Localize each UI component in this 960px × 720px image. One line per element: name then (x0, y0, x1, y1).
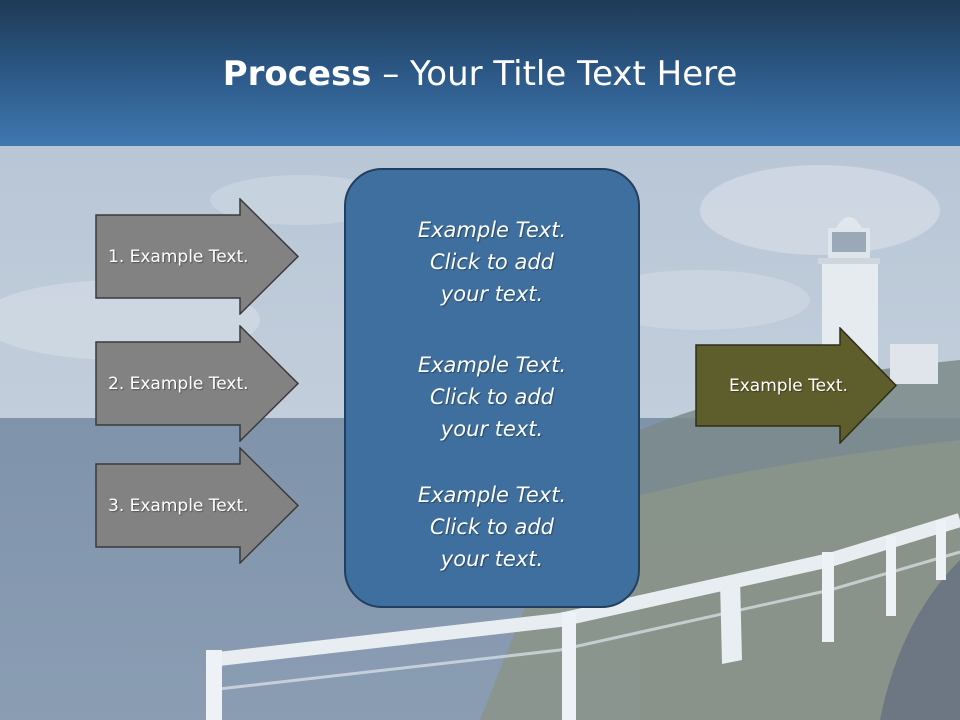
slide-title-bold: Process (222, 54, 372, 94)
process-step-label-2: 2. Example Text. (108, 373, 249, 394)
process-step-arrow-2[interactable]: 2. Example Text. (95, 325, 300, 442)
process-step-arrow-1[interactable]: 1. Example Text. (95, 198, 300, 315)
slide-title-rest: – Your Title Text Here (371, 54, 738, 94)
center-paragraph-line: Example Text. (417, 483, 567, 507)
title-bar (0, 0, 960, 146)
center-paragraph-line: Click to add (429, 250, 554, 274)
center-paragraph-line: your text. (440, 417, 544, 441)
slide-title[interactable]: Process – Your Title Text Here (0, 52, 960, 96)
center-paragraph-2: Example Text. Click to add your text. (346, 349, 638, 445)
process-step-label-1: 1. Example Text. (108, 246, 249, 267)
right-arrow-shape-icon (95, 325, 300, 442)
center-paragraph-line: your text. (440, 282, 544, 306)
center-paragraph-3: Example Text. Click to add your text. (346, 479, 638, 575)
center-paragraph-line: Click to add (429, 385, 554, 409)
center-paragraph-line: Click to add (429, 515, 554, 539)
right-arrow-shape-icon (95, 447, 300, 564)
center-paragraph-line: your text. (440, 547, 544, 571)
center-paragraph-1: Example Text. Click to add your text. (346, 214, 638, 310)
process-step-arrow-3[interactable]: 3. Example Text. (95, 447, 300, 564)
center-paragraph-line: Example Text. (417, 353, 567, 377)
right-arrow-shape-icon (95, 198, 300, 315)
center-paragraph-line: Example Text. (417, 218, 567, 242)
result-arrow-label: Example Text. (729, 375, 848, 396)
result-arrow[interactable]: Example Text. (695, 327, 898, 444)
process-step-label-3: 3. Example Text. (108, 495, 249, 516)
center-text-box[interactable]: Example Text. Click to add your text. Ex… (344, 168, 640, 608)
right-arrow-shape-icon (695, 327, 898, 444)
